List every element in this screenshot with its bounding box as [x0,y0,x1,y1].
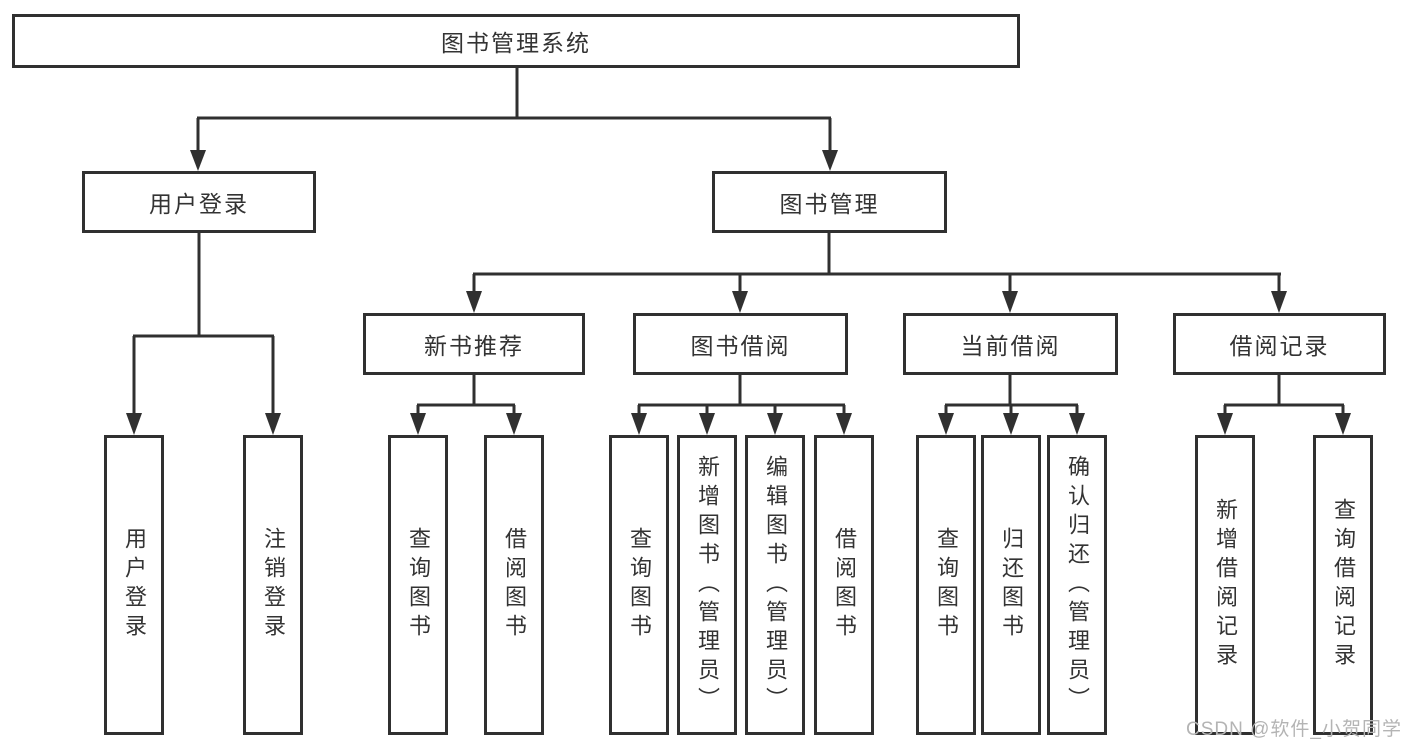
arrowhead-down-icon [466,291,482,313]
arrowhead-down-icon [126,413,142,435]
arrowhead-down-icon [836,413,852,435]
arrowhead-down-icon [938,413,954,435]
node-leaf-add-borrow-record: 新增借阅记录 [1195,435,1255,735]
arrowhead-down-icon [1003,413,1019,435]
node-leaf-query-books-recommend: 查询图书 [388,435,448,735]
node-leaf-query-books-current: 查询图书 [916,435,976,735]
edges-current-borrow [938,375,1085,435]
arrowhead-down-icon [732,291,748,313]
node-leaf-edit-book-admin: 编辑图书（管理员） [745,435,805,735]
node-book-management: 图书管理 [712,171,947,233]
node-leaf-confirm-return-admin: 确认归还（管理员） [1047,435,1107,735]
arrowhead-down-icon [1069,413,1085,435]
node-leaf-borrow-books: 借阅图书 [814,435,874,735]
edges-root [190,68,838,171]
node-current-borrow: 当前借阅 [903,313,1118,375]
arrowhead-down-icon [1002,291,1018,313]
arrowhead-down-icon [1271,291,1287,313]
edges-user-login [126,233,281,435]
csdn-watermark: CSDN @软件_小贺同学 [1186,719,1402,740]
node-leaf-add-book-admin: 新增图书（管理员） [677,435,737,735]
node-borrow-records: 借阅记录 [1173,313,1386,375]
arrowhead-down-icon [190,150,206,171]
arrowhead-down-icon [699,413,715,435]
node-leaf-query-borrow-record: 查询借阅记录 [1313,435,1373,735]
arrowhead-down-icon [822,150,838,171]
node-book-borrow: 图书借阅 [633,313,848,375]
edges-borrow-records [1217,375,1351,435]
node-leaf-return-book: 归还图书 [981,435,1041,735]
node-leaf-borrow-books-recommend: 借阅图书 [484,435,544,735]
node-leaf-logout: 注销登录 [243,435,303,735]
arrowhead-down-icon [410,413,426,435]
arrowhead-down-icon [1217,413,1233,435]
edges-new-book-recommend [410,375,522,435]
node-leaf-query-books-borrow: 查询图书 [609,435,669,735]
node-user-login: 用户登录 [82,171,316,233]
node-new-book-recommend: 新书推荐 [363,313,585,375]
arrowhead-down-icon [265,413,281,435]
arrowhead-down-icon [506,413,522,435]
node-leaf-user-login: 用户登录 [104,435,164,735]
edges-book-management [466,233,1287,313]
node-library-system: 图书管理系统 [12,14,1020,68]
arrowhead-down-icon [1335,413,1351,435]
arrowhead-down-icon [631,413,647,435]
arrowhead-down-icon [767,413,783,435]
edges-book-borrow [631,375,852,435]
